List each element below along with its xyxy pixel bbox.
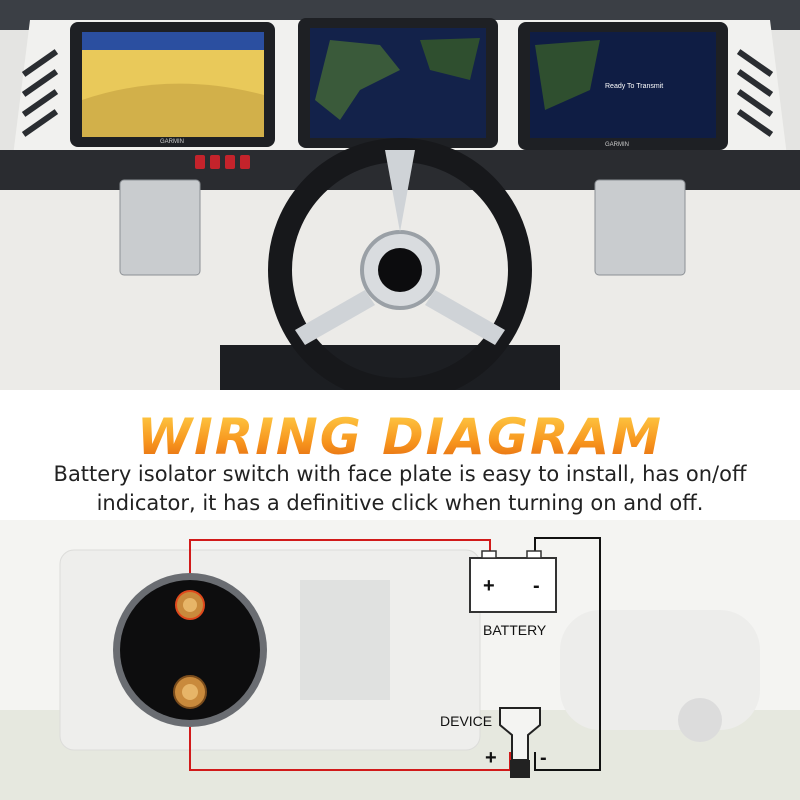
wiring-diagram-title: WIRING DIAGRAM — [0, 408, 800, 466]
description-text: Battery isolator switch with face plate … — [53, 462, 747, 515]
battery-label: BATTERY — [483, 622, 547, 638]
screen-brand-left: GARMIN — [160, 139, 184, 145]
device-label: DEVICE — [440, 713, 492, 729]
screen-message: Ready To Transmit — [605, 83, 663, 90]
boat-helm-photo: Ready To Transmit GARMIN GARMIN GARMIN — [0, 0, 800, 390]
isolator-switch — [113, 573, 267, 727]
device-minus-sign: - — [540, 747, 547, 769]
device-plus-sign: + — [485, 747, 497, 769]
screen-brand-right: GARMIN — [605, 142, 629, 148]
wire-battery-positive — [189, 539, 491, 580]
wiring-schematic: + - BATTERY DEVICE + - — [113, 537, 601, 778]
battery-minus-sign: - — [533, 575, 540, 597]
wire-battery-negative — [534, 537, 601, 771]
battery-plus-sign: + — [483, 575, 495, 597]
battery-symbol — [469, 550, 557, 613]
device-symbol — [499, 707, 541, 778]
helm-illustration: Ready To Transmit GARMIN GARMIN GARMIN — [0, 0, 800, 390]
